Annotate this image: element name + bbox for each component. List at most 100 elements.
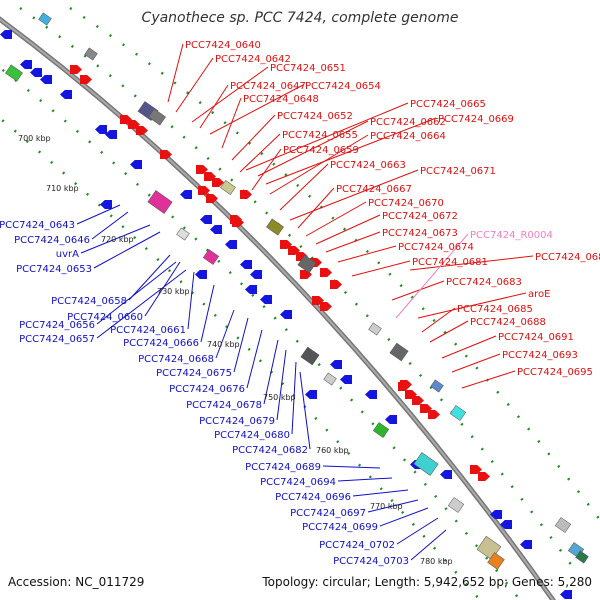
gene-box <box>147 190 173 214</box>
gene-label: uvrA <box>56 249 79 260</box>
gene-label: PCC7424_0670 <box>368 198 444 209</box>
tick-label: 730 kbp <box>157 287 190 296</box>
leader-line <box>91 211 129 240</box>
tick-label: 760 kbp <box>316 446 349 455</box>
leader-line <box>325 231 381 253</box>
gene-box <box>220 180 236 195</box>
tick-label: 750 kbp <box>263 393 296 402</box>
leader-line <box>451 353 501 373</box>
leader-line <box>461 370 516 389</box>
forward-gene <box>428 410 440 419</box>
gene-box <box>38 12 52 26</box>
leader-line <box>175 57 214 113</box>
leader-line <box>409 255 534 271</box>
leader-line <box>441 335 497 359</box>
forward-gene <box>206 194 218 203</box>
gene-box <box>266 218 284 236</box>
gene-label: PCC7424_0662 <box>370 117 446 128</box>
reverse-gene <box>0 30 12 39</box>
gene-label: PCC7424_0678 <box>186 400 262 411</box>
gene-label: PCC7424_0696 <box>275 492 351 503</box>
leader-line <box>187 271 195 330</box>
gene-label: PCC7424_0694 <box>260 477 336 488</box>
leader-line <box>257 120 369 177</box>
reverse-gene <box>340 375 352 384</box>
gene-label: PCC7424_0658 <box>51 296 127 307</box>
leader-line <box>305 201 367 237</box>
leader-line <box>410 529 447 561</box>
reverse-gene <box>60 90 72 99</box>
gene-box <box>575 550 589 564</box>
gene-label: PCC7424_0664 <box>370 131 446 142</box>
gene-label: PCC7424_0663 <box>330 160 406 171</box>
forward-gene <box>330 280 342 289</box>
reverse-gene <box>30 68 42 77</box>
gene-label: PCC7424_0695 <box>517 367 593 378</box>
leader-line <box>239 133 281 173</box>
gene-label: PCC7424_0676 <box>169 384 245 395</box>
gene-label: PCC7424_0702 <box>319 540 395 551</box>
tick-label: 740 kbp <box>207 340 240 349</box>
leader-line <box>291 361 297 435</box>
reverse-gene <box>245 285 257 294</box>
leader-line <box>200 284 215 343</box>
leader-line <box>233 317 249 373</box>
gene-label: PCC7424_0669 <box>438 114 514 125</box>
forward-gene <box>470 465 482 474</box>
leader-line <box>421 307 456 333</box>
reverse-gene <box>490 510 502 519</box>
gene-label: PCC7424_0643 <box>0 220 75 231</box>
forward-gene <box>412 396 424 405</box>
gene-label: PCC7424_0659 <box>283 145 359 156</box>
reverse-gene <box>365 390 377 399</box>
accession-text: Accession: NC_011729 <box>8 575 144 589</box>
tick-label: 770 kbp <box>370 502 403 511</box>
forward-gene <box>160 150 172 159</box>
reverse-gene <box>180 190 192 199</box>
leader-line <box>289 169 419 221</box>
gene-label: PCC7424_0671 <box>420 166 496 177</box>
gene-label: PCC7424_0651 <box>270 63 346 74</box>
forward-gene <box>80 75 92 84</box>
gene-features <box>0 12 589 599</box>
gene-box <box>148 108 166 126</box>
gene-box <box>176 227 190 241</box>
gene-label: PCC7424_0656 <box>19 320 95 331</box>
leader-line <box>246 329 263 389</box>
gene-label: PCC7424_0654 <box>305 81 381 92</box>
leader-line <box>144 261 181 317</box>
gene-box <box>297 254 317 274</box>
gene-label: PCC7424_0661 <box>110 325 186 336</box>
tick-label: 700 kbp <box>18 134 51 143</box>
reverse-gene <box>20 60 32 69</box>
gene-label: PCC7424_0673 <box>382 228 458 239</box>
label-leader-lines <box>76 43 534 561</box>
gene-box <box>389 342 409 362</box>
gene-box <box>413 452 439 476</box>
reverse-gene <box>130 160 142 169</box>
leader-line <box>417 292 527 319</box>
gene-box <box>430 379 444 393</box>
leader-line <box>379 507 429 527</box>
gene-labels: PCC7424_0640PCC7424_0642PCC7424_0651PCC7… <box>0 40 600 567</box>
tick-label: 720 kbp <box>101 235 134 244</box>
summary-text: Topology: circular; Length: 5,942,652 bp… <box>261 575 592 589</box>
reverse-gene <box>105 130 117 139</box>
reverse-gene <box>100 200 112 209</box>
leader-line <box>128 254 171 301</box>
gene-label: PCC7424_0681 <box>412 257 488 268</box>
forward-gene <box>70 65 82 74</box>
leader-line <box>429 320 469 343</box>
gene-label: PCC7424_0640 <box>185 40 261 51</box>
gene-box <box>554 517 572 533</box>
leader-line <box>322 465 381 469</box>
tick-label: 710 kbp <box>46 184 79 193</box>
reverse-gene <box>195 270 207 279</box>
reverse-gene <box>330 360 342 369</box>
reverse-gene <box>95 125 107 134</box>
reverse-gene <box>500 520 512 529</box>
leader-line <box>251 148 282 191</box>
gene-label: PCC7424_0691 <box>498 332 574 343</box>
leader-line <box>367 499 419 513</box>
gene-label: PCC7424_0666 <box>123 338 199 349</box>
